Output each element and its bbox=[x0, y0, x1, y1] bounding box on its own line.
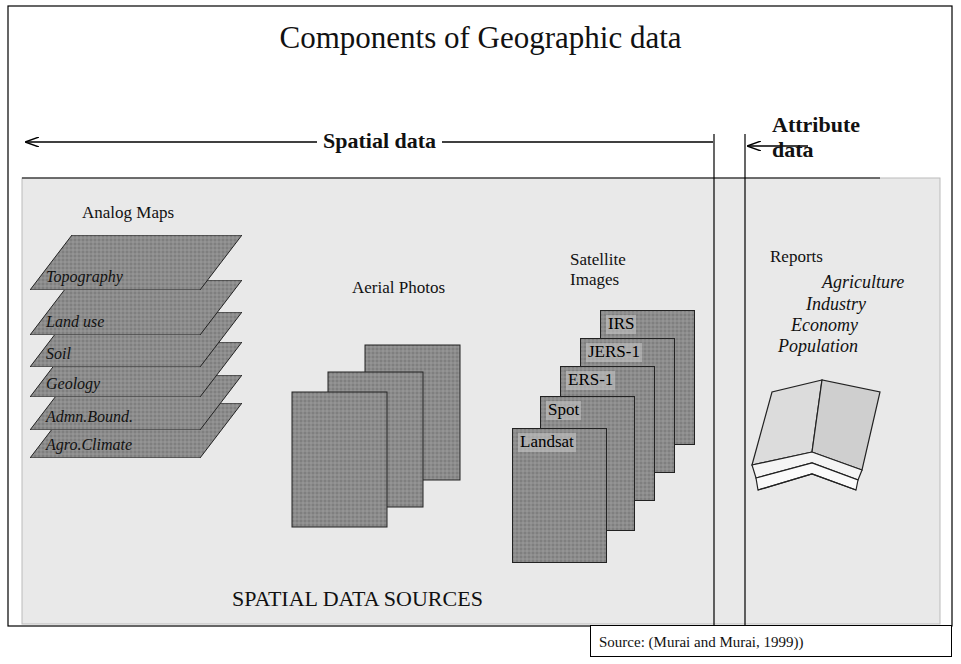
satellite-image: Landsat bbox=[512, 428, 607, 563]
map-layer: Topography bbox=[30, 235, 242, 290]
layer-name: Topography bbox=[46, 268, 123, 286]
source-heading: Satellite Images bbox=[570, 250, 645, 289]
sensor-name: IRS bbox=[606, 315, 636, 334]
sources-panel bbox=[22, 178, 940, 624]
sensor-name: JERS-1 bbox=[586, 343, 642, 362]
divider-line bbox=[713, 134, 714, 625]
sensor-name: Landsat bbox=[518, 433, 576, 452]
span-label: Spatial data bbox=[317, 128, 442, 153]
report-topic: Industry bbox=[806, 294, 866, 315]
source-note: Source: (Murai and Murai, 1999)) bbox=[599, 634, 804, 651]
report-topic: Population bbox=[778, 336, 858, 357]
sensor-name: ERS-1 bbox=[566, 371, 615, 390]
outer-frame bbox=[8, 6, 952, 626]
panel-caption: SPATIAL DATA SOURCES bbox=[232, 586, 483, 611]
source-box: Source: (Murai and Murai, 1999)) bbox=[590, 625, 952, 657]
report-book bbox=[752, 380, 880, 490]
layer-name: Admn.Bound. bbox=[46, 408, 133, 426]
span-label: Attribute data bbox=[772, 112, 862, 163]
divider-line bbox=[744, 134, 745, 625]
report-topic: Economy bbox=[791, 315, 858, 336]
layer-name: Soil bbox=[46, 345, 71, 363]
layer-name: Land use bbox=[46, 313, 104, 331]
report-topic: Agriculture bbox=[822, 272, 904, 293]
source-heading: Aerial Photos bbox=[352, 278, 445, 298]
sensor-name: Spot bbox=[546, 401, 581, 420]
layer-name: Agro.Climate bbox=[46, 436, 132, 454]
source-heading: Reports bbox=[770, 247, 823, 267]
source-heading: Analog Maps bbox=[82, 203, 174, 223]
diagram-title: Components of Geographic data bbox=[0, 20, 961, 56]
layer-name: Geology bbox=[46, 375, 100, 393]
aerial-photos bbox=[292, 345, 460, 527]
